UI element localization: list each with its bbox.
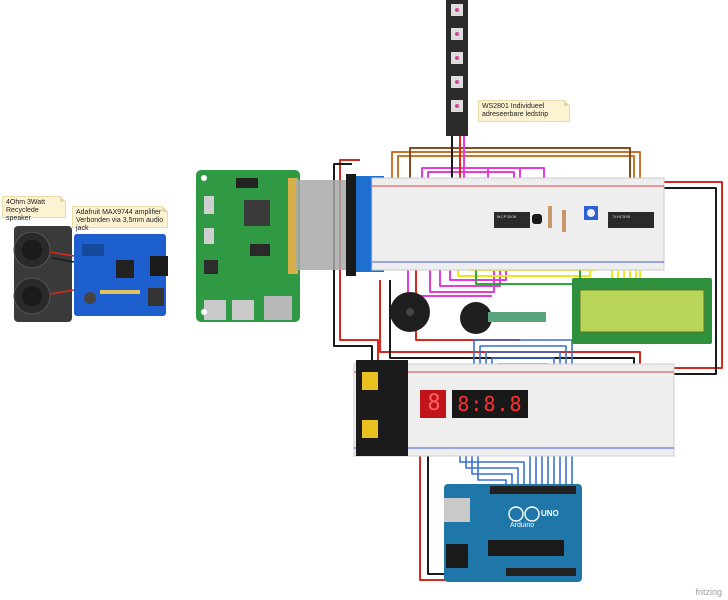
buzzer bbox=[390, 292, 430, 332]
wire-black bbox=[333, 163, 373, 366]
note-speaker: 4Ohm 3Watt Recyclede speaker bbox=[2, 196, 66, 222]
wire-black bbox=[660, 187, 717, 375]
breadboard-top bbox=[371, 177, 665, 271]
raspberry-pi bbox=[196, 170, 356, 322]
breadboard-bottom bbox=[353, 360, 675, 457]
chip-label-ic1: MCP3008 bbox=[497, 214, 517, 219]
note-ledstrip: WS2801 Individueel adreseerbare ledstrip bbox=[478, 100, 570, 122]
fritzing-watermark: fritzing bbox=[695, 587, 722, 597]
seven-segment-big: 8:8.8 bbox=[457, 392, 523, 416]
arduino-model-label: UNO bbox=[541, 509, 559, 518]
amplifier-board bbox=[74, 234, 168, 316]
wire-red bbox=[660, 181, 723, 369]
piezo-sensor bbox=[460, 302, 546, 334]
arduino-uno bbox=[444, 484, 582, 582]
arduino-brand-label: Arduino bbox=[510, 522, 535, 529]
chip-label-ic2: 74HC595 bbox=[612, 214, 631, 219]
speaker-left bbox=[13, 226, 75, 322]
led-strip bbox=[446, 0, 468, 136]
wire-red bbox=[339, 159, 379, 366]
lcd-display bbox=[572, 278, 712, 344]
seven-segment-small: 8 bbox=[427, 391, 441, 416]
note-amplifier: Adafruit MAX9744 amplifier Verbonden via… bbox=[72, 206, 168, 232]
